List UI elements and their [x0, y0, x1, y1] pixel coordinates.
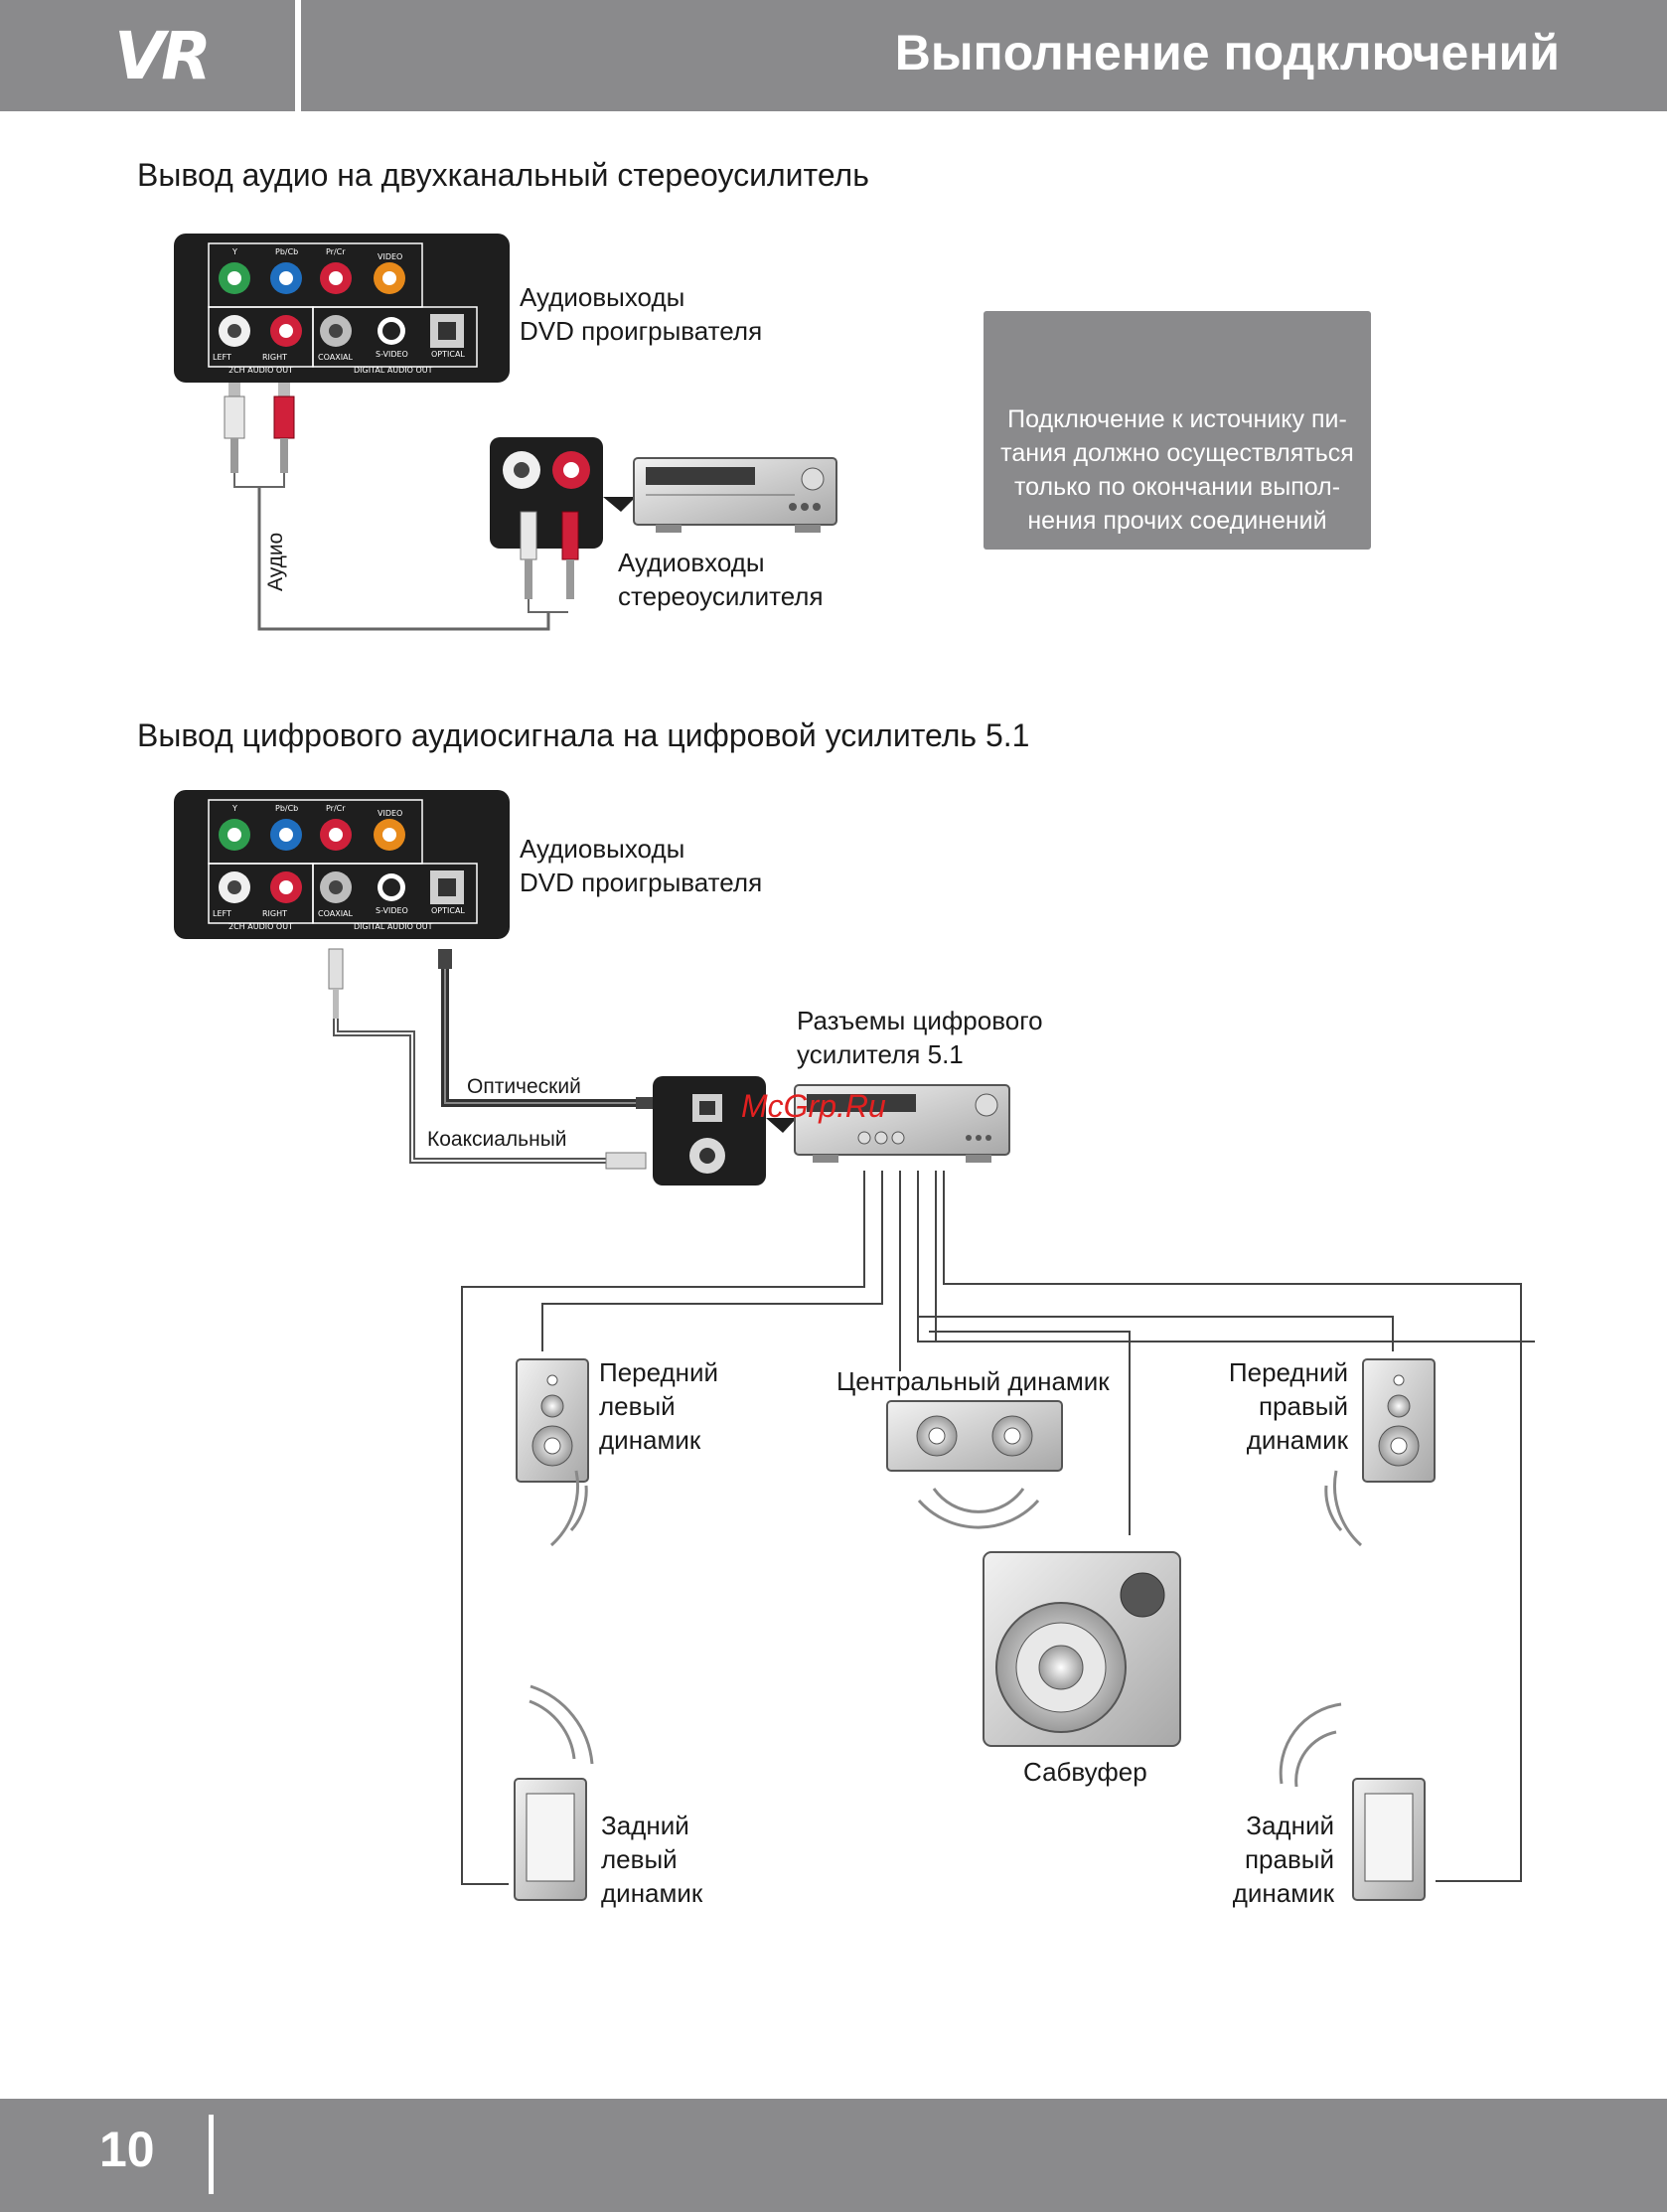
- digital-amp-inputs: [653, 1076, 797, 1185]
- optical-label: Оптический: [467, 1075, 581, 1098]
- center-label: Центральный динамик: [836, 1366, 1110, 1396]
- front-left-speaker: [516, 1358, 589, 1547]
- svg-text:LEFT: LEFT: [213, 353, 231, 362]
- stereo-amp-inputs: [490, 437, 636, 599]
- dvd-panel-2: Y Pb/Cb Pr/Cr VIDEO LEFT RIGHT COAXIAL S…: [174, 790, 510, 939]
- svg-text:Pr/Cr: Pr/Cr: [326, 804, 346, 813]
- dvd-panel-1: Y Pb/Cb Pr/Cr VIDEO LEFT RIGHT COAXIAL S…: [174, 234, 510, 383]
- front-left-label: Передний левый динамик: [599, 1357, 719, 1455]
- speaker-wires: [461, 1171, 1535, 1885]
- svg-text:DIGITAL AUDIO OUT: DIGITAL AUDIO OUT: [354, 922, 433, 931]
- svg-text:Pr/Cr: Pr/Cr: [326, 247, 346, 256]
- section2-title: Вывод цифрового аудиосигнала на цифровой…: [137, 717, 1030, 753]
- brand-logo: VR: [114, 18, 212, 94]
- warning-text: Подключение к источнику пи- тания должно…: [1000, 405, 1354, 535]
- rear-right-label: Задний правый динамик: [1232, 1811, 1334, 1908]
- footer-divider: [209, 2115, 214, 2194]
- subwoofer: [983, 1551, 1181, 1747]
- page-footer: [0, 2099, 1667, 2212]
- svg-text:OPTICAL: OPTICAL: [431, 906, 465, 915]
- logo-box: VR: [0, 0, 301, 111]
- watermark: McGrp.Ru: [741, 1088, 886, 1124]
- audio-cable-label: Аудио: [264, 532, 287, 591]
- svg-text:COAXIAL: COAXIAL: [318, 909, 354, 918]
- svg-text:Pb/Cb: Pb/Cb: [275, 804, 298, 813]
- svg-text:LEFT: LEFT: [213, 909, 231, 918]
- dvd-outputs-label-2: Аудиовыходы DVD проигрывателя: [520, 834, 763, 897]
- svg-text:2CH AUDIO OUT: 2CH AUDIO OUT: [228, 366, 293, 375]
- digital-amplifier: [794, 1084, 1010, 1163]
- stereo-amplifier: [633, 457, 837, 533]
- amp-inputs-label: Аудиовходы стереоусилителя: [618, 548, 824, 611]
- rca-plugs-dvd: [224, 383, 295, 473]
- dvd-outputs-label-1: Аудиовыходы DVD проигрывателя: [520, 282, 763, 346]
- rear-left-speaker: [514, 1684, 594, 1901]
- rear-right-speaker: [1279, 1702, 1426, 1901]
- svg-text:2CH AUDIO OUT: 2CH AUDIO OUT: [228, 922, 293, 931]
- svg-text:VIDEO: VIDEO: [378, 809, 402, 818]
- subwoofer-label: Сабвуфер: [1023, 1757, 1147, 1787]
- digital-amp-label: Разъемы цифрового усилителя 5.1: [797, 1006, 1043, 1069]
- page-title: Выполнение подключений: [894, 25, 1560, 80]
- coaxial-label: Коаксиальный: [427, 1128, 567, 1151]
- svg-text:OPTICAL: OPTICAL: [431, 350, 465, 359]
- digital-cables: [328, 948, 676, 1170]
- svg-text:S-VIDEO: S-VIDEO: [376, 906, 408, 915]
- svg-text:VIDEO: VIDEO: [378, 252, 402, 261]
- svg-text:RIGHT: RIGHT: [262, 353, 287, 362]
- audio-cable: [233, 473, 285, 488]
- svg-text:RIGHT: RIGHT: [262, 909, 287, 918]
- svg-text:S-VIDEO: S-VIDEO: [376, 350, 408, 359]
- center-speaker: [886, 1400, 1063, 1529]
- svg-text:Pb/Cb: Pb/Cb: [275, 247, 298, 256]
- section1-title: Вывод аудио на двухканальный стереоусили…: [137, 157, 869, 193]
- svg-text:COAXIAL: COAXIAL: [318, 353, 354, 362]
- front-right-speaker: [1324, 1358, 1436, 1547]
- svg-text:DIGITAL AUDIO OUT: DIGITAL AUDIO OUT: [354, 366, 433, 375]
- warning-box: Подключение к источнику пи- тания должно…: [984, 311, 1371, 550]
- front-right-label: Передний правый динамик: [1228, 1357, 1348, 1455]
- rear-left-label: Задний левый динамик: [601, 1811, 703, 1908]
- page-number: 10: [99, 2122, 155, 2177]
- svg-text:Y: Y: [231, 247, 237, 256]
- svg-text:Y: Y: [231, 804, 237, 813]
